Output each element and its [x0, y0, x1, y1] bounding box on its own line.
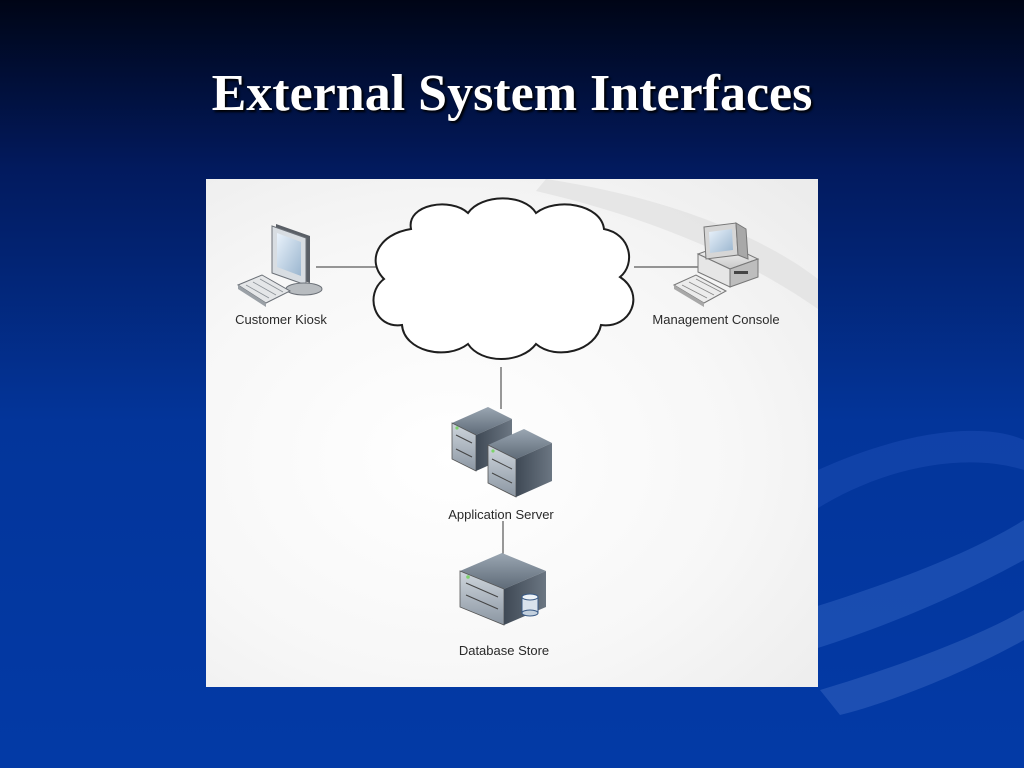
server-rack-icon	[451, 407, 552, 498]
customer-kiosk-icon	[236, 224, 323, 307]
management-console-icon	[672, 222, 760, 307]
diagram-canvas	[236, 179, 818, 626]
keyboard-icon	[672, 274, 728, 307]
slide-title: External System Interfaces	[211, 65, 813, 122]
database-cylinder-icon	[521, 593, 539, 617]
monitor-icon	[271, 224, 323, 296]
network-diagram: Customer Kiosk Management Console Applic…	[206, 179, 818, 687]
desktop-pc-icon	[696, 222, 760, 288]
app-server-unit-2	[487, 429, 552, 498]
customer-kiosk-label: Customer Kiosk	[235, 312, 327, 327]
keyboard-icon	[236, 274, 292, 307]
application-server-label: Application Server	[448, 507, 554, 522]
panel-swoosh	[536, 179, 818, 309]
cloud-icon	[372, 197, 635, 360]
database-server-icon	[459, 553, 546, 626]
management-console-label: Management Console	[652, 312, 780, 327]
database-store-label: Database Store	[458, 643, 550, 658]
